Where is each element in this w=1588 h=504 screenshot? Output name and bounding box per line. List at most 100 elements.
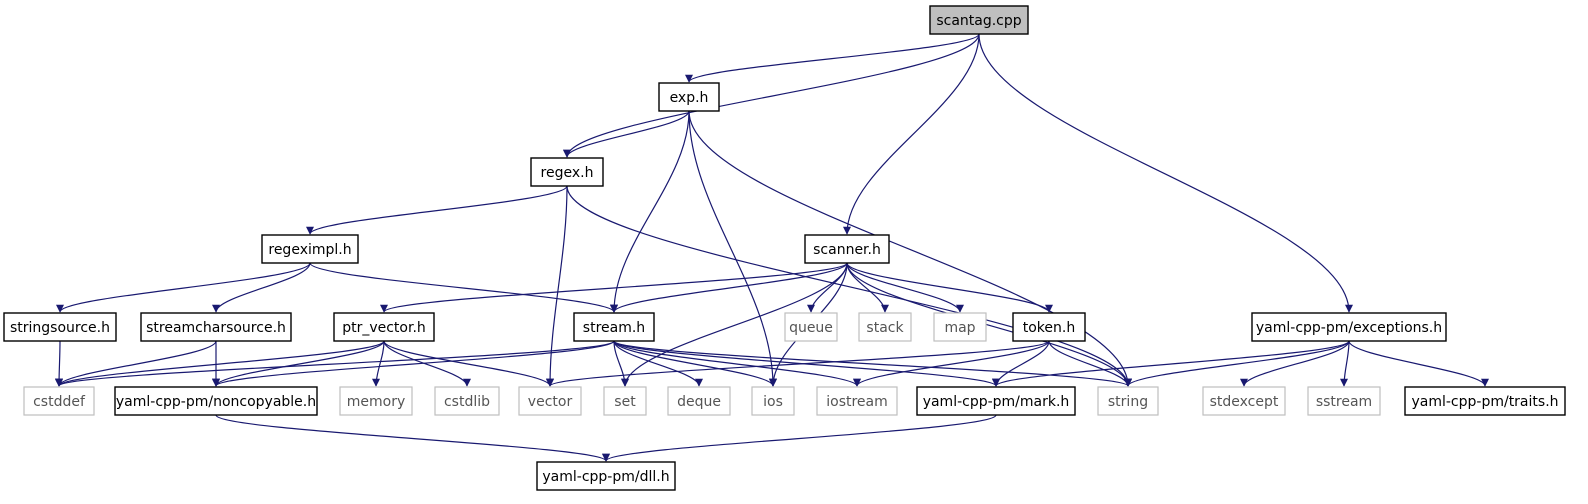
node-box	[816, 386, 898, 416]
node-label: cstdlib	[444, 394, 490, 410]
edge-exp-to-regex	[563, 110, 690, 158]
node-label: deque	[677, 394, 721, 410]
edge-scantag-to-regex	[563, 33, 980, 158]
node-box	[339, 386, 413, 416]
edge-stream-to-iostream	[613, 340, 861, 387]
edge-regeximpl-to-streamcharsource	[212, 262, 311, 313]
edge-exceptions-to-mark	[992, 340, 1350, 387]
node-stack: stack	[858, 312, 912, 342]
node-mark[interactable]: yaml-cpp-pm/mark.h	[916, 386, 1076, 416]
edge-scanner-to-ptr_vector	[380, 262, 848, 313]
edge-scantag-to-scanner	[843, 33, 980, 235]
node-exceptions[interactable]: yaml-cpp-pm/exceptions.h	[1251, 312, 1447, 342]
node-stdexcept: stdexcept	[1202, 386, 1286, 416]
edge-scanner-to-token	[846, 262, 1053, 313]
node-deque: deque	[667, 386, 731, 416]
node-label: yaml-cpp-pm/exceptions.h	[1256, 320, 1442, 336]
node-token[interactable]: token.h	[1012, 312, 1086, 342]
node-label: stringsource.h	[10, 320, 110, 336]
node-label: yaml-cpp-pm/mark.h	[923, 394, 1070, 410]
edge-scanner-to-queue	[807, 262, 848, 313]
edge-ptr_vector-to-memory	[372, 340, 385, 387]
node-set: set	[603, 386, 647, 416]
node-streamcharsource[interactable]: streamcharsource.h	[140, 312, 292, 342]
node-regex[interactable]: regex.h	[530, 157, 604, 187]
node-string: string	[1097, 386, 1159, 416]
node-box	[530, 157, 604, 187]
node-label: exp.h	[670, 90, 709, 106]
node-box	[804, 234, 890, 264]
edge-noncopyable-to-dll	[215, 414, 610, 462]
node-stringsource[interactable]: stringsource.h	[3, 312, 117, 342]
edge-exceptions-to-stdexcept	[1240, 340, 1350, 387]
edge-streamcharsource-to-cstddef	[55, 340, 217, 387]
node-box	[1012, 312, 1086, 342]
edge-stream-to-string	[613, 340, 1132, 387]
edge-mark-to-dll	[602, 414, 997, 462]
node-noncopyable[interactable]: yaml-cpp-pm/noncopyable.h	[114, 386, 318, 416]
node-label: yaml-cpp-pm/traits.h	[1411, 394, 1558, 410]
node-box	[1307, 386, 1381, 416]
node-scantag: scantag.cpp	[929, 5, 1029, 35]
node-box	[916, 386, 1076, 416]
node-box	[933, 312, 987, 342]
node-iostream: iostream	[816, 386, 898, 416]
edge-exp-to-stream	[610, 110, 690, 313]
node-box	[573, 312, 655, 342]
nodes-layer: scantag.cpp exp.h regex.h regeximpl.h scanne…	[3, 5, 1566, 491]
node-label: streamcharsource.h	[146, 320, 286, 336]
node-scanner[interactable]: scanner.h	[804, 234, 890, 264]
node-regeximpl[interactable]: regeximpl.h	[261, 234, 359, 264]
edge-regex-to-regeximpl	[306, 185, 568, 235]
node-ptr_vector[interactable]: ptr_vector.h	[333, 312, 435, 342]
edge-stream-to-cstddef	[55, 340, 615, 387]
node-label: regeximpl.h	[268, 242, 351, 258]
node-label: memory	[347, 394, 406, 410]
node-label: map	[944, 320, 975, 336]
node-memory: memory	[339, 386, 413, 416]
edge-exp-to-ios	[688, 110, 777, 387]
edge-scantag-to-exceptions	[978, 33, 1353, 313]
node-label: stdexcept	[1210, 394, 1279, 410]
edge-token-to-vector	[546, 340, 1050, 387]
node-box	[114, 386, 318, 416]
edge-regex-to-vector	[546, 185, 568, 387]
edge-stream-to-deque	[613, 340, 703, 387]
node-box	[1251, 312, 1447, 342]
edges-layer	[55, 33, 1489, 462]
node-box	[784, 312, 838, 342]
node-label: set	[614, 394, 636, 410]
node-label: cstddef	[33, 394, 86, 410]
node-label: vector	[528, 394, 573, 410]
node-box	[858, 312, 912, 342]
node-box	[658, 82, 720, 112]
node-label: token.h	[1023, 320, 1075, 336]
edge-ptr_vector-to-cstdlib	[383, 340, 471, 387]
node-exp[interactable]: exp.h	[658, 82, 720, 112]
node-stream[interactable]: stream.h	[573, 312, 655, 342]
node-cstdlib: cstdlib	[434, 386, 500, 416]
edge-scanner-to-set	[621, 262, 848, 387]
node-queue: queue	[784, 312, 838, 342]
node-vector: vector	[518, 386, 582, 416]
edge-stream-to-noncopyable	[212, 340, 615, 387]
node-cstddef: cstddef	[23, 386, 95, 416]
node-label: iostream	[826, 394, 888, 410]
node-box	[3, 312, 117, 342]
edge-ptr_vector-to-cstddef	[55, 340, 385, 387]
edge-exceptions-to-string	[1124, 340, 1350, 387]
edge-stream-to-ios	[613, 340, 777, 387]
node-traits[interactable]: yaml-cpp-pm/traits.h	[1404, 386, 1566, 416]
node-dll[interactable]: yaml-cpp-pm/dll.h	[536, 461, 676, 491]
node-box	[23, 386, 95, 416]
node-box	[140, 312, 292, 342]
node-label: scanner.h	[813, 242, 881, 258]
node-label: yaml-cpp-pm/dll.h	[542, 469, 669, 485]
node-box	[333, 312, 435, 342]
edge-ptr_vector-to-noncopyable	[212, 340, 385, 387]
edge-token-to-iostream	[853, 340, 1050, 387]
edge-token-to-string	[1048, 340, 1132, 387]
node-box	[518, 386, 582, 416]
node-label: sstream	[1316, 394, 1372, 410]
